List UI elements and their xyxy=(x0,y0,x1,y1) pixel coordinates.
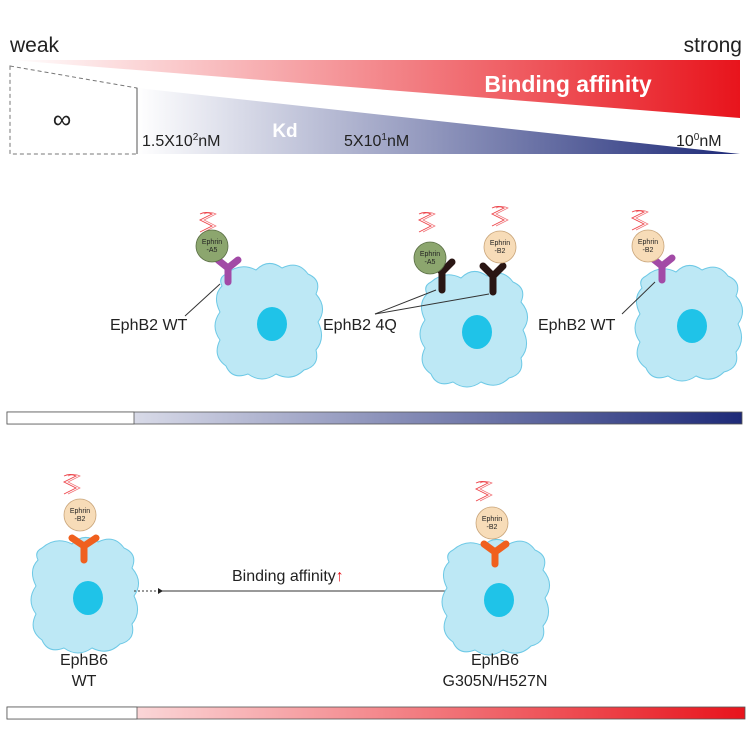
affinity-arrow xyxy=(134,587,458,595)
arrow-label: Binding affinity↑ xyxy=(232,568,344,585)
svg-text:Ephrin: Ephrin xyxy=(482,516,502,523)
svg-text:Ephrin: Ephrin xyxy=(490,240,510,247)
binding-affinity-title: Binding affinity xyxy=(484,71,652,97)
label-ephb2-4q: EphB2 4Q xyxy=(323,317,397,334)
svg-text:-A5: -A5 xyxy=(425,259,436,266)
label-ephb2-wt-1: EphB2 WT xyxy=(110,317,188,334)
cell-ephb2-wt-a5: Ephrin -A5 xyxy=(184,212,324,380)
strong-label: strong xyxy=(684,34,742,57)
kd-wedge xyxy=(137,88,740,154)
label-ephb6-mut-line2: G305N/H527N xyxy=(443,673,548,690)
svg-text:Ephrin: Ephrin xyxy=(638,239,658,246)
weak-label: weak xyxy=(9,34,60,57)
kd-bar-infinity-segment xyxy=(6,411,135,425)
cell-ephb2-wt-b2: Ephrin -B2 xyxy=(621,210,744,382)
affinity-bar-infinity-segment xyxy=(6,706,138,720)
infinity-symbol: ∞ xyxy=(53,104,72,134)
svg-text:Ephrin: Ephrin xyxy=(420,251,440,258)
svg-text:-B2: -B2 xyxy=(495,248,506,255)
binding-affinity-wedge xyxy=(10,60,740,118)
kd-title: Kd xyxy=(272,121,297,142)
svg-text:-B2: -B2 xyxy=(75,516,86,523)
label-ephb2-wt-2: EphB2 WT xyxy=(538,317,616,334)
svg-text:-B2: -B2 xyxy=(487,524,498,531)
label-ephb6-mut-line1: EphB6 xyxy=(471,652,519,669)
label-ephb6-wt-line2: WT xyxy=(72,673,97,690)
cell-ephb6-mutant: Ephrin -B2 xyxy=(441,481,551,656)
svg-text:Ephrin: Ephrin xyxy=(202,239,222,246)
infinity-box xyxy=(9,65,138,155)
kd-tick-3: 100nM xyxy=(676,132,722,150)
label-ephb6-wt-line1: EphB6 xyxy=(60,652,108,669)
svg-text:-B2: -B2 xyxy=(643,247,654,254)
kd-tick-2: 5X101nM xyxy=(344,132,409,150)
svg-text:-A5: -A5 xyxy=(207,247,218,254)
kd-tick-1: 1.5X102nM xyxy=(142,132,221,150)
cell-ephb2-4q: Ephrin -A5 Ephrin -B2 xyxy=(374,206,529,388)
svg-text:Ephrin: Ephrin xyxy=(70,508,90,515)
cell-ephb6-wt: Ephrin -B2 xyxy=(30,474,140,654)
